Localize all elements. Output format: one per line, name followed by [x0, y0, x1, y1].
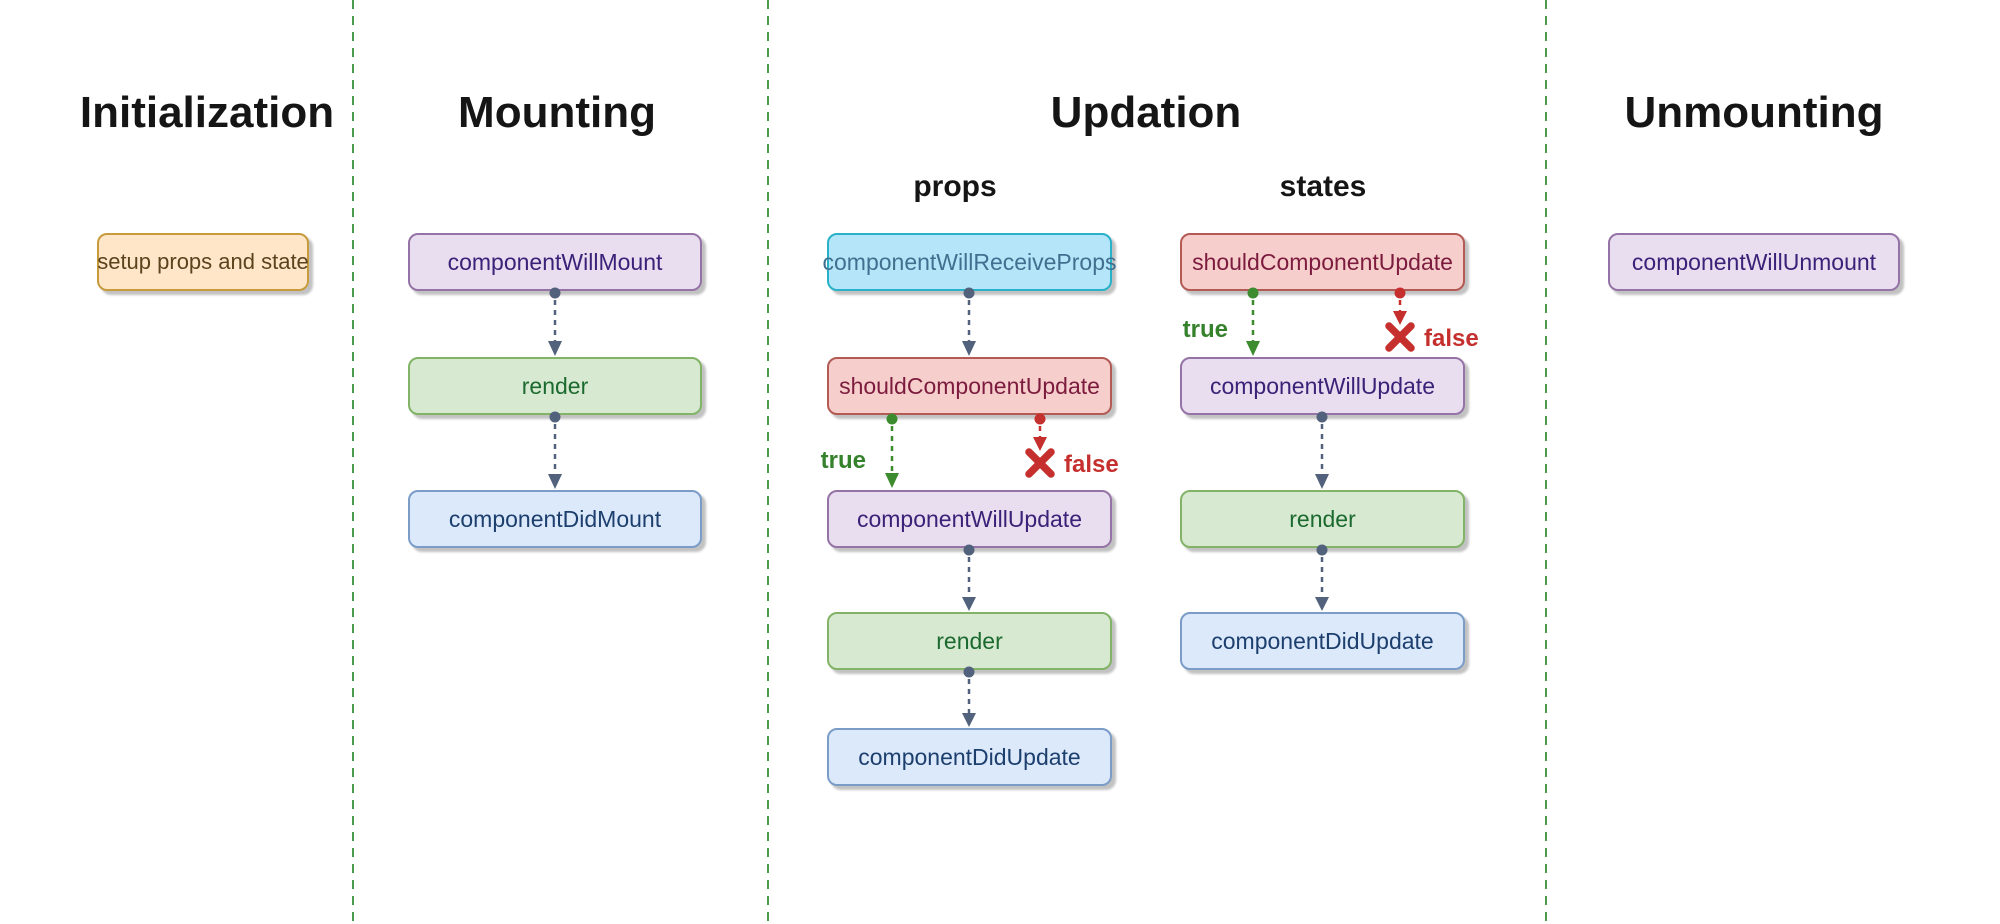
arrowhead-icon	[1393, 311, 1407, 325]
arrow-source-dot	[1247, 287, 1259, 299]
arrowhead-icon	[962, 341, 976, 356]
arrow-willmount-to-render	[548, 287, 562, 356]
arrowhead-icon	[1033, 437, 1047, 451]
column-title-unmounting: Unmounting	[1624, 88, 1884, 137]
node-props-render: render	[827, 612, 1112, 670]
column-divider-1	[352, 0, 354, 924]
arrow-source-dot	[963, 544, 975, 556]
node-setup-props-and-state: setup props and state	[97, 233, 309, 291]
arrow-states-true-branch: true	[1183, 287, 1260, 356]
subcolumn-title-states: states	[1279, 170, 1367, 203]
true-label: true	[1183, 316, 1228, 343]
false-x-icon	[1385, 322, 1415, 352]
arrow-states-false-branch: false	[1385, 287, 1479, 352]
arrow-willreceiveprops-to-shouldupdate	[962, 287, 976, 356]
column-title-mounting: Mounting	[458, 88, 656, 137]
arrow-source-dot	[1316, 411, 1328, 423]
arrow-states-render-to-didupdate	[1315, 544, 1329, 611]
arrow-states-willupdate-to-render	[1315, 411, 1329, 489]
arrowhead-icon	[1315, 474, 1329, 489]
node-states-shouldcomponentupdate: shouldComponentUpdate	[1180, 233, 1465, 291]
arrowhead-icon	[1246, 341, 1260, 356]
node-states-componentdidupdate: componentDidUpdate	[1180, 612, 1465, 670]
arrowhead-icon	[962, 597, 976, 611]
subcolumn-title-props: props	[913, 170, 997, 203]
arrowhead-icon	[548, 474, 562, 489]
node-props-componentwillupdate: componentWillUpdate	[827, 490, 1112, 548]
arrow-source-dot	[886, 413, 898, 425]
arrowhead-icon	[1315, 597, 1329, 611]
arrow-source-dot	[1316, 544, 1328, 556]
false-label: false	[1064, 451, 1119, 478]
node-componentdidmount: componentDidMount	[408, 490, 702, 548]
arrow-props-false-branch: false	[1025, 413, 1119, 478]
node-componentwillunmount: componentWillUnmount	[1608, 233, 1900, 291]
arrow-source-dot	[963, 666, 975, 678]
arrow-props-true-branch: true	[821, 413, 899, 488]
false-label: false	[1424, 325, 1479, 352]
arrow-source-dot	[549, 287, 561, 299]
arrowhead-icon	[885, 473, 899, 488]
column-title-updation: Updation	[1050, 88, 1242, 137]
true-label: true	[821, 447, 866, 474]
arrow-source-dot	[1034, 413, 1046, 425]
arrow-props-render-to-didupdate	[962, 666, 976, 727]
column-divider-2	[767, 0, 769, 924]
false-x-icon	[1025, 448, 1055, 478]
arrowhead-icon	[962, 713, 976, 727]
node-mounting-render: render	[408, 357, 702, 415]
node-props-shouldcomponentupdate: shouldComponentUpdate	[827, 357, 1112, 415]
node-states-render: render	[1180, 490, 1465, 548]
arrowhead-icon	[548, 341, 562, 356]
arrow-props-willupdate-to-render	[962, 544, 976, 611]
column-title-initialization: Initialization	[79, 88, 335, 137]
column-divider-3	[1545, 0, 1547, 924]
arrow-source-dot	[963, 287, 975, 299]
arrow-source-dot	[1394, 287, 1406, 299]
node-props-componentdidupdate: componentDidUpdate	[827, 728, 1112, 786]
arrow-source-dot	[549, 411, 561, 423]
arrow-render-to-didmount	[548, 411, 562, 489]
